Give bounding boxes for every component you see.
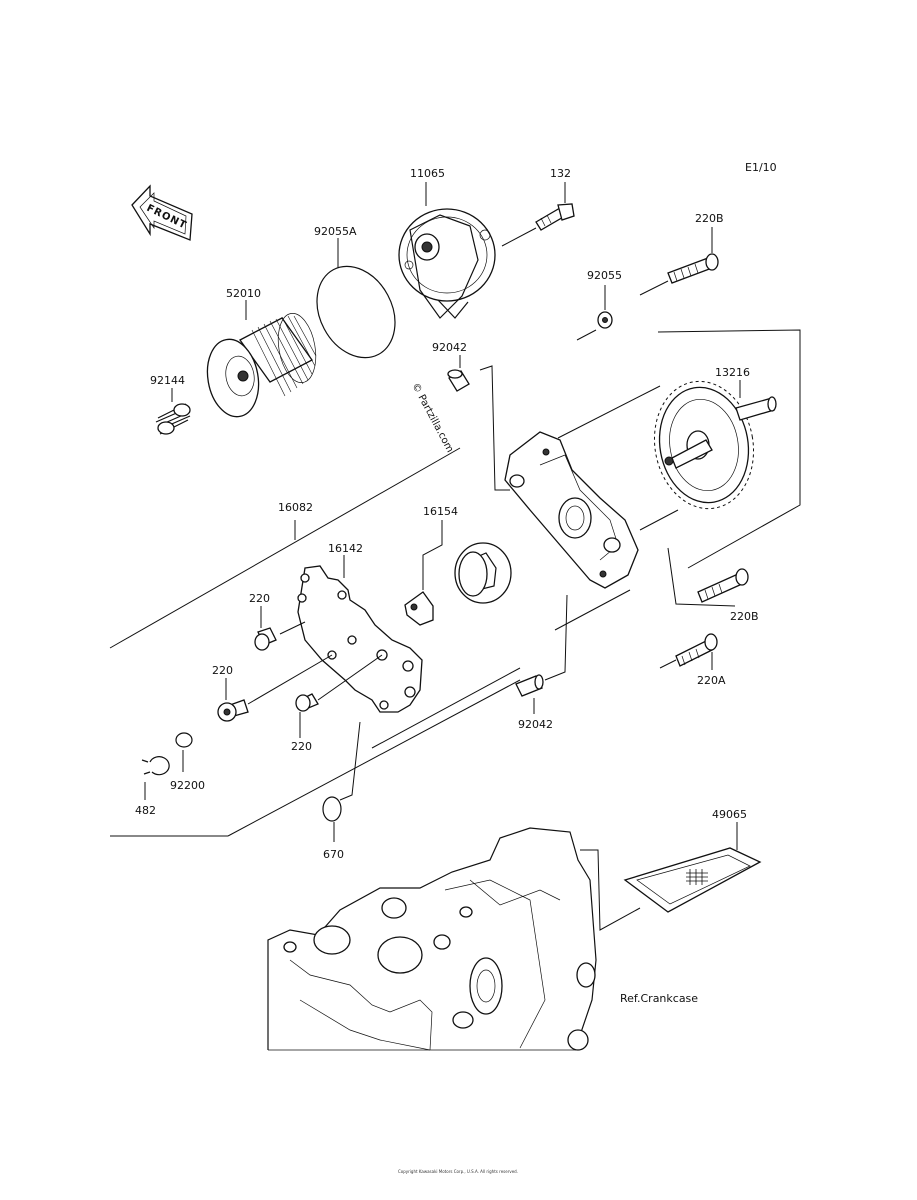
- label-220-c: 220: [291, 740, 312, 753]
- label-92055A: 92055A: [314, 225, 357, 238]
- ref-crankcase-label: Ref.Crankcase: [620, 992, 698, 1005]
- label-11065: 11065: [410, 167, 445, 180]
- bolt-220A-part[interactable]: [675, 633, 718, 667]
- screw-220-a-part[interactable]: [254, 627, 277, 651]
- dowel-92042-bot-part[interactable]: [515, 674, 544, 697]
- crankcase-reference-part: [267, 827, 597, 1051]
- pump-leader-bracket: [657, 329, 801, 569]
- label-132: 132: [550, 167, 571, 180]
- label-92055: 92055: [587, 269, 622, 282]
- watermark: © Partzilla.com: [409, 381, 455, 454]
- screw-220-c-part[interactable]: [295, 693, 319, 712]
- label-92042-top: 92042: [432, 341, 467, 354]
- label-49065: 49065: [712, 808, 747, 821]
- bolt-132-part[interactable]: [535, 203, 575, 231]
- label-220-a: 220: [249, 592, 270, 605]
- label-220A: 220A: [697, 674, 726, 687]
- front-arrow-icon: [131, 184, 193, 241]
- spring-92144-part[interactable]: [155, 403, 191, 435]
- washer-92055-part[interactable]: [597, 311, 613, 329]
- label-92042-bot: 92042: [518, 718, 553, 731]
- label-220-b: 220: [212, 664, 233, 677]
- label-670: 670: [323, 848, 344, 861]
- oring-670-part[interactable]: [322, 796, 342, 822]
- circlip-482-part[interactable]: [141, 756, 170, 776]
- footer-copyright: Copyright Kawasaki Motors Corp., U.S.A. …: [398, 1169, 518, 1174]
- label-52010: 52010: [226, 287, 261, 300]
- label-482: 482: [135, 804, 156, 817]
- gear-13216-part[interactable]: [645, 373, 777, 516]
- oil-filter-part[interactable]: [202, 310, 321, 420]
- label-16142: 16142: [328, 542, 363, 555]
- screen-49065-part[interactable]: [623, 847, 762, 913]
- washer-92200-part[interactable]: [175, 732, 193, 748]
- label-220B-mid: 220B: [730, 610, 759, 623]
- cover-plate-16142-part[interactable]: [297, 565, 423, 713]
- label-16082: 16082: [278, 501, 313, 514]
- label-92144: 92144: [150, 374, 185, 387]
- filter-cover-part[interactable]: [398, 208, 496, 319]
- label-16154: 16154: [423, 505, 458, 518]
- dowel-92042-top-part[interactable]: [447, 369, 470, 392]
- label-92200: 92200: [170, 779, 205, 792]
- bolt-220B-top-part[interactable]: [667, 253, 719, 284]
- dowel-leader-top: [479, 365, 510, 491]
- label-220B-top: 220B: [695, 212, 724, 225]
- label-13216: 13216: [715, 366, 750, 379]
- page-id: E1/10: [745, 161, 777, 174]
- oil-pump-body-part[interactable]: [504, 431, 639, 589]
- screw-220-b-part[interactable]: [217, 699, 249, 722]
- oring-92055A-part[interactable]: [302, 253, 411, 372]
- bolt-220B-mid-part[interactable]: [697, 568, 749, 603]
- leader-16082: [109, 447, 461, 649]
- rotor-16154-part[interactable]: [404, 542, 512, 626]
